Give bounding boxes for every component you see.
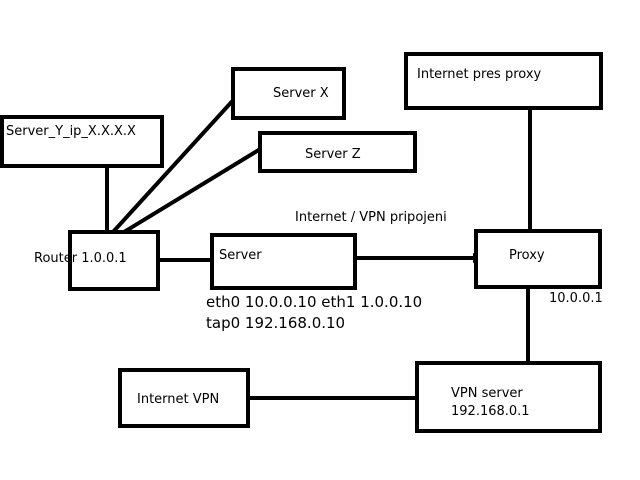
internet-proxy-label: Internet pres proxy [417,67,542,82]
proxy-ip-label: 10.0.0.1 [549,291,603,306]
server-eth-label: eth0 10.0.0.10 eth1 1.0.0.10 [206,293,422,311]
link-router-serverx [111,94,239,234]
server-x-box [231,67,346,120]
server-x-label: Server X [273,86,329,101]
server-box [210,233,357,290]
server-z-box [258,131,417,173]
router-label: Router 1.0.0.1 [34,251,127,266]
proxy-box [474,229,602,289]
server-z-label: Server Z [305,147,361,162]
link-router-serverz [122,146,264,234]
server-y-label: Server_Y_ip_X.X.X.X [6,124,136,139]
router-box [68,230,160,291]
connection-label: Internet / VPN pripojeni [295,210,447,225]
internet-proxy-box [404,52,603,110]
vpn-server-ip-label: 192.168.0.1 [451,404,530,419]
vpn-server-box [415,361,602,433]
server-tap-label: tap0 192.168.0.10 [206,314,345,332]
server-label: Server [219,248,262,263]
proxy-label: Proxy [509,248,545,263]
vpn-server-label: VPN server [451,386,523,401]
internet-vpn-label: Internet VPN [137,392,219,407]
server-y-box [0,115,164,168]
internet-vpn-box [118,368,250,428]
